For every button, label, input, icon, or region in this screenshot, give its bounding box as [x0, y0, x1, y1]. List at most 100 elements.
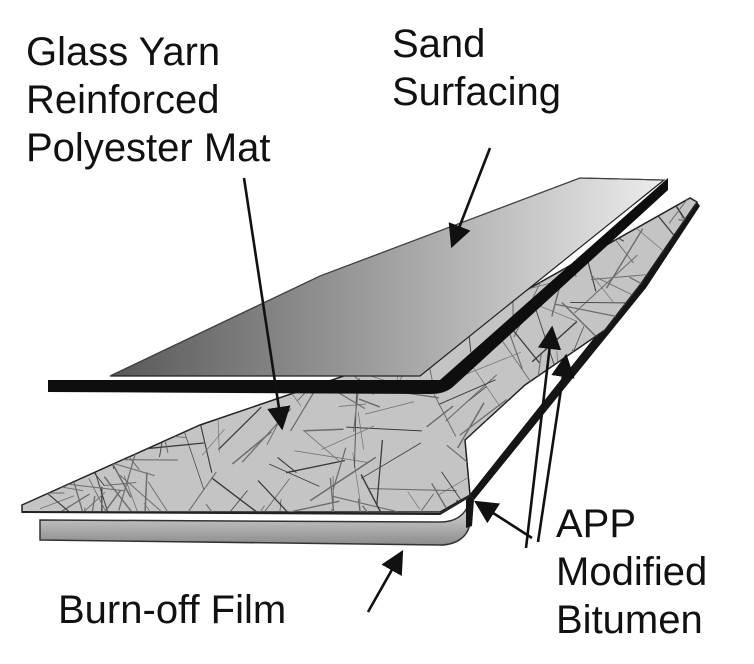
fiber-strand	[85, 495, 96, 512]
fiber-strand	[210, 477, 257, 512]
fiber-strand	[362, 505, 382, 512]
fiber-strand	[660, 268, 666, 332]
fiber-strand	[209, 257, 222, 276]
fiber-strand	[179, 271, 212, 305]
fiber-strand	[217, 406, 262, 451]
fiber-strand	[596, 277, 637, 298]
fiber-strand	[667, 341, 688, 353]
fiber-strand	[57, 257, 95, 323]
fiber-strand	[510, 466, 518, 503]
fiber-strand	[581, 394, 666, 403]
fiber-strand	[338, 403, 366, 407]
label-line: Modified	[556, 550, 708, 594]
fiber-strand	[48, 415, 105, 487]
fiber-strand	[332, 447, 347, 491]
fiber-strand	[202, 198, 231, 208]
fiber-strand	[483, 423, 499, 439]
fiber-strand	[561, 302, 596, 337]
fiber-strand	[369, 488, 457, 492]
label-line: Polyester Mat	[26, 126, 271, 170]
fiber-strand	[308, 223, 350, 260]
fiber-strand	[106, 208, 152, 238]
fiber-strand	[22, 374, 26, 394]
label-line: Sand	[392, 22, 486, 66]
label-sand-surfacing: Sand Surfacing	[392, 20, 561, 116]
fiber-strand	[176, 287, 246, 320]
fiber-strand	[438, 379, 496, 406]
fiber-strand	[651, 316, 697, 318]
fiber-strand	[66, 198, 92, 217]
fiber-strand	[638, 365, 642, 403]
fiber-strand	[27, 449, 60, 462]
fiber-strand	[77, 243, 117, 283]
fiber-strand	[44, 400, 67, 420]
fiber-strand	[22, 464, 37, 493]
fiber-strand	[574, 254, 638, 314]
fiber-strand	[86, 288, 96, 313]
fiber-strand	[103, 221, 132, 244]
fiber-strand	[508, 331, 523, 370]
fiber-strand	[22, 355, 52, 388]
fiber-strand	[63, 434, 73, 479]
fiber-strand	[91, 210, 148, 265]
fiber-strand	[102, 490, 121, 512]
fiber-strand	[22, 259, 39, 266]
fiber-strand	[227, 198, 246, 218]
label-app-modified-bitumen: APP Modified Bitumen	[556, 500, 707, 644]
fiber-strand	[48, 430, 87, 441]
fiber-strand	[58, 482, 126, 492]
arrow-mat	[242, 177, 291, 431]
fiber-strand	[99, 287, 112, 356]
fiber-strand	[407, 491, 420, 510]
fiber-strand	[304, 428, 344, 432]
fiber-strand	[673, 390, 696, 429]
fiber-strand	[97, 335, 119, 339]
fiber-strand	[257, 480, 308, 512]
fiber-strand	[630, 358, 683, 370]
fiber-strand	[302, 429, 341, 462]
fiber-strand	[382, 493, 435, 512]
fiber-strand	[262, 216, 346, 233]
fiber-strand	[459, 399, 508, 436]
fiber-strand	[22, 244, 34, 262]
fiber-strand	[366, 229, 394, 249]
fiber-strand	[93, 255, 110, 302]
fiber-strand	[332, 495, 398, 512]
fiber-strand	[661, 357, 664, 408]
fiber-strand	[55, 191, 134, 192]
fiber-strand	[433, 394, 457, 437]
fiber-strand	[184, 244, 212, 261]
fiber-strand	[402, 198, 429, 211]
label-line: Surfacing	[392, 70, 561, 114]
fiber-strand	[110, 426, 138, 436]
fiber-strand	[124, 238, 171, 250]
fiber-strand	[201, 428, 225, 456]
fiber-strand	[661, 471, 680, 483]
fiber-strand	[24, 308, 37, 369]
fiber-strand	[552, 479, 579, 485]
fiber-strand	[170, 471, 217, 512]
fiber-strand	[635, 417, 659, 496]
fiber-strand	[53, 290, 81, 335]
fiber-strand	[48, 204, 61, 261]
fiber-strand	[46, 253, 125, 265]
fiber-strand	[267, 217, 318, 221]
fiber-strand	[24, 387, 74, 427]
label-line: Glass Yarn	[26, 30, 221, 74]
fiber-strand	[376, 439, 384, 506]
fiber-strand	[99, 382, 114, 470]
fiber-strand	[681, 217, 697, 235]
fiber-strand	[117, 269, 156, 312]
fiber-strand	[36, 249, 110, 266]
fiber-strand	[691, 423, 697, 485]
fiber-strand	[570, 374, 654, 404]
fiber-strand	[52, 274, 60, 330]
fiber-strand	[361, 442, 422, 479]
fiber-strand	[671, 359, 681, 382]
fiber-strand	[25, 198, 76, 227]
fiber-strand	[604, 455, 631, 459]
fiber-strand	[154, 198, 199, 262]
fiber-strand	[269, 500, 340, 512]
fiber-strand	[119, 474, 161, 512]
fiber-strand	[22, 311, 56, 314]
